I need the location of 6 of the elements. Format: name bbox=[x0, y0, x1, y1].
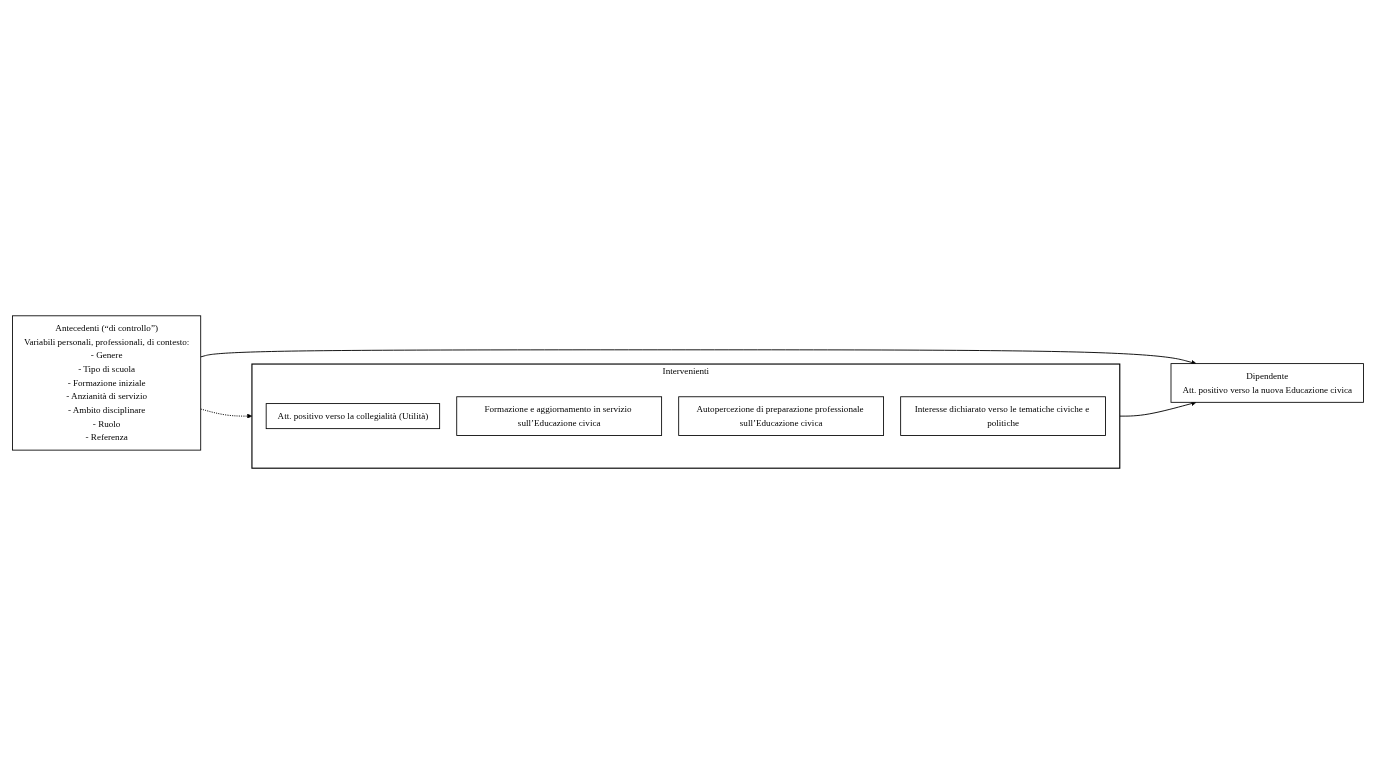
node-box: Dipendente Att. positivo verso la nuova Educazione civica bbox=[1170, 363, 1364, 403]
node-box: Autopercezione di preparazione professionale sull’Educazione civica bbox=[678, 396, 884, 436]
node-box: Interesse dichiarato verso le tematiche civiche e politiche bbox=[900, 396, 1106, 436]
node-box: Att. positivo verso la collegialità (Utilità) bbox=[265, 403, 441, 430]
node-box: Formazione e aggiornamento in servizio sull’Educazione civica bbox=[456, 396, 663, 436]
node-box: Antecedenti (“di controllo”) Variabili personali, professionali, di contesto: - Genere - Tipo di scuola - Formazione iniziale - Anzianità di servizio - Ambito disciplinare - Ruolo - Referenza bbox=[12, 315, 202, 451]
